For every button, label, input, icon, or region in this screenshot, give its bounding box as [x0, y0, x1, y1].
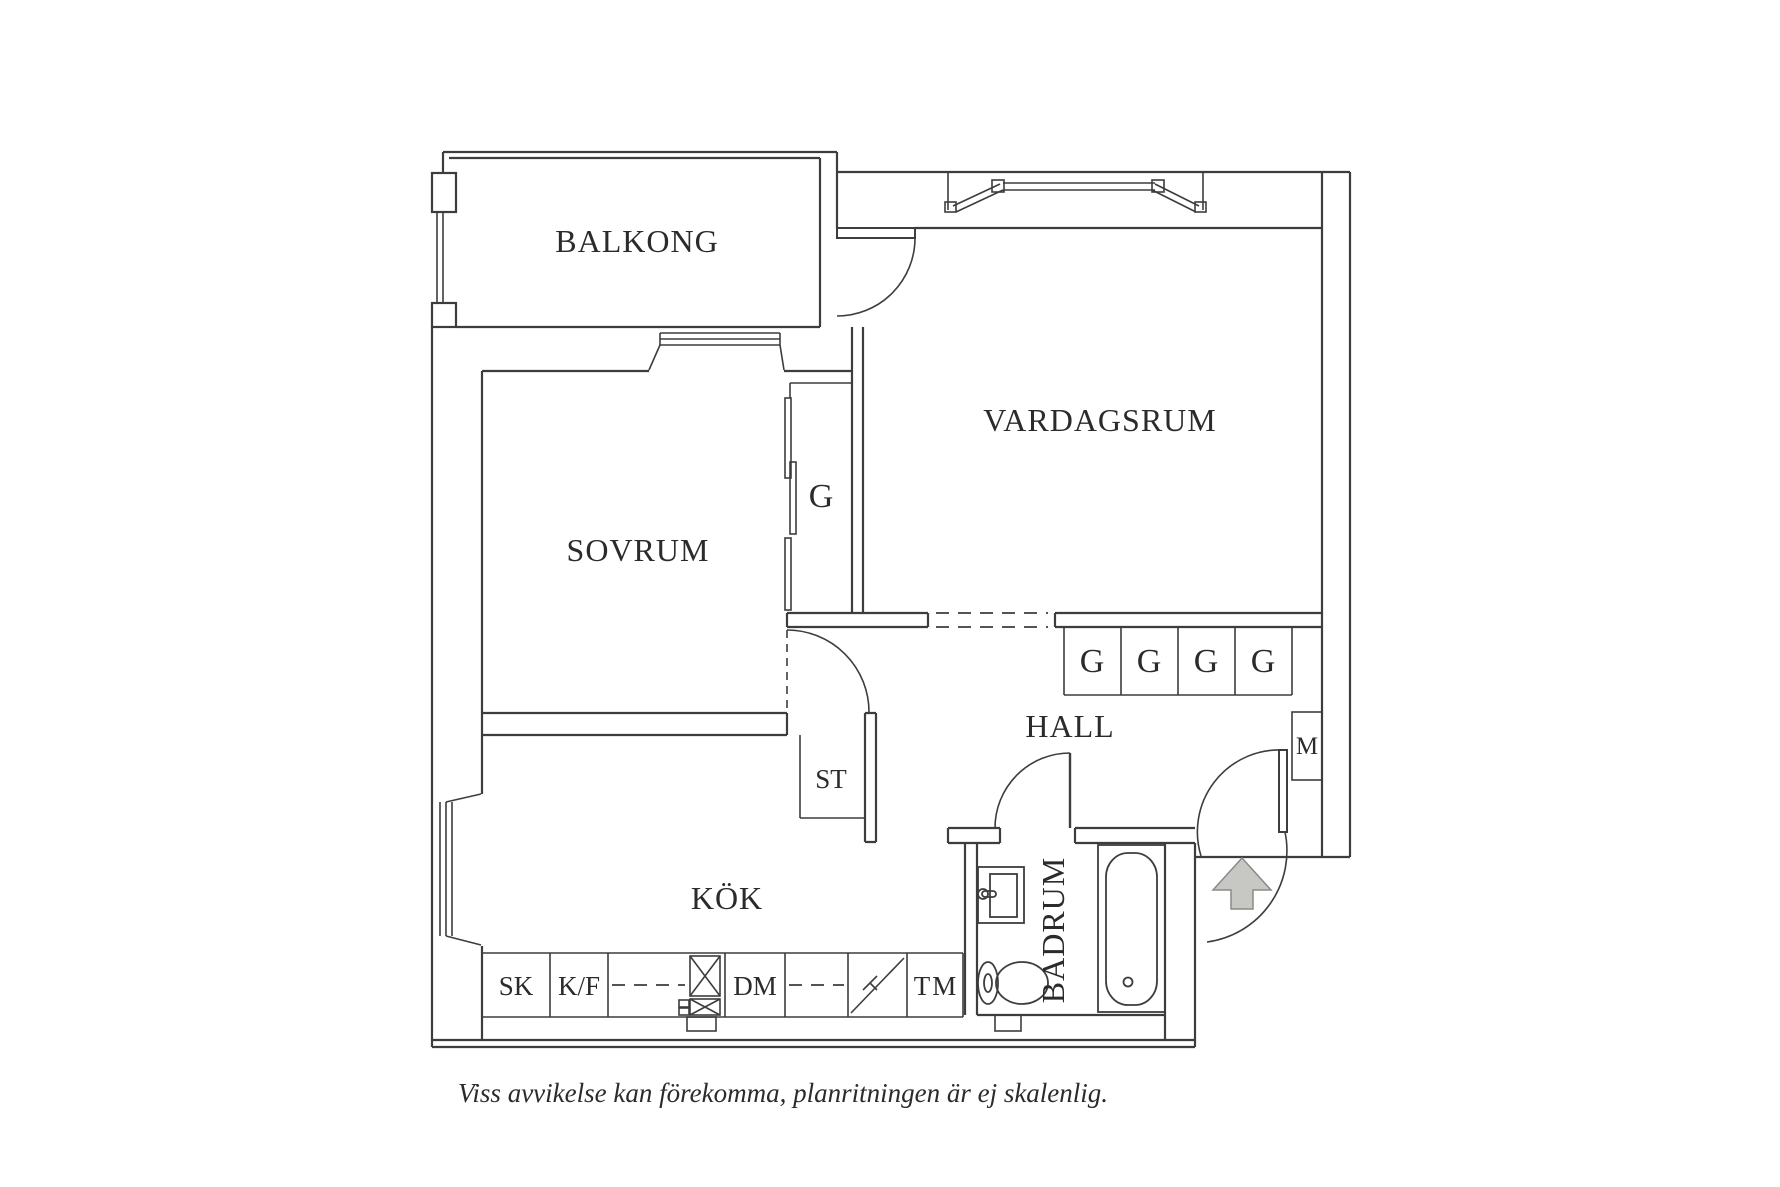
kf-label: K/F: [558, 971, 600, 1001]
entrance-door-swing-outer: [1206, 831, 1288, 943]
bedroom-label: SOVRUM: [567, 532, 710, 568]
balcony-door-leaf: [836, 227, 916, 239]
entrance-door: [1196, 749, 1288, 943]
bedroom-window: [648, 332, 785, 371]
kitchen-sink-symbol: [678, 955, 721, 1032]
balcony-door-swing: [836, 237, 916, 317]
cleaning-closet: [799, 735, 865, 819]
hall-wardrobe-label-2: G: [1137, 643, 1162, 680]
hall-wardrobe-label-4: G: [1251, 643, 1276, 680]
sk-label: SK: [499, 971, 534, 1001]
entrance-door-swing-inner: [1196, 749, 1284, 857]
hall-wardrobe-label-3: G: [1194, 643, 1219, 680]
entrance-arrow-icon: [1211, 856, 1273, 910]
toilet: [977, 961, 1049, 1005]
bedroom-wardrobe: [784, 382, 852, 611]
cleaning-closet-label: ST: [815, 764, 847, 794]
hall-wardrobes: [1063, 627, 1293, 696]
exterior-walls: [430, 150, 1352, 1049]
disclaimer-caption: Viss avvikelse kan förekomma, planritnin…: [458, 1078, 1108, 1108]
hall-wardrobe-label-1: G: [1080, 643, 1105, 680]
bathtub: [1097, 844, 1166, 1013]
balcony-label: BALKONG: [555, 223, 718, 259]
living-room-bay-window: [944, 172, 1207, 213]
bedroom-door-swing: [786, 629, 870, 713]
meter-cabinet: [1291, 711, 1323, 781]
bathroom-sink: [977, 866, 1025, 924]
living-room-label: VARDAGSRUM: [983, 402, 1216, 438]
bathroom-door: [994, 752, 1072, 829]
tm-label: TM: [914, 971, 959, 1001]
entrance-door-leaf: [1278, 749, 1288, 833]
bedroom-door: [786, 629, 870, 713]
bathroom-door-swing: [994, 752, 1071, 829]
dm-label: DM: [733, 971, 777, 1001]
balcony-door: [836, 227, 916, 317]
room-labels: BALKONG VARDAGSRUM SOVRUM KÖK HALL BADRU…: [555, 223, 1216, 1003]
meter-cabinet-label: M: [1296, 733, 1318, 760]
bathroom-threshold: [994, 1014, 1022, 1032]
kitchen-window: [439, 793, 482, 946]
stove-symbol: [850, 957, 905, 1014]
kitchen-counter: [482, 952, 964, 1032]
kitchen-unit-labels: SK K/F DM TM: [499, 971, 959, 1001]
closet-labels: G G G G G ST M: [809, 478, 1318, 794]
bathroom-label: BADRUM: [1035, 857, 1071, 1003]
kitchen-label: KÖK: [691, 880, 763, 916]
bedroom-wardrobe-label: G: [809, 478, 834, 515]
hall-label: HALL: [1025, 708, 1114, 744]
